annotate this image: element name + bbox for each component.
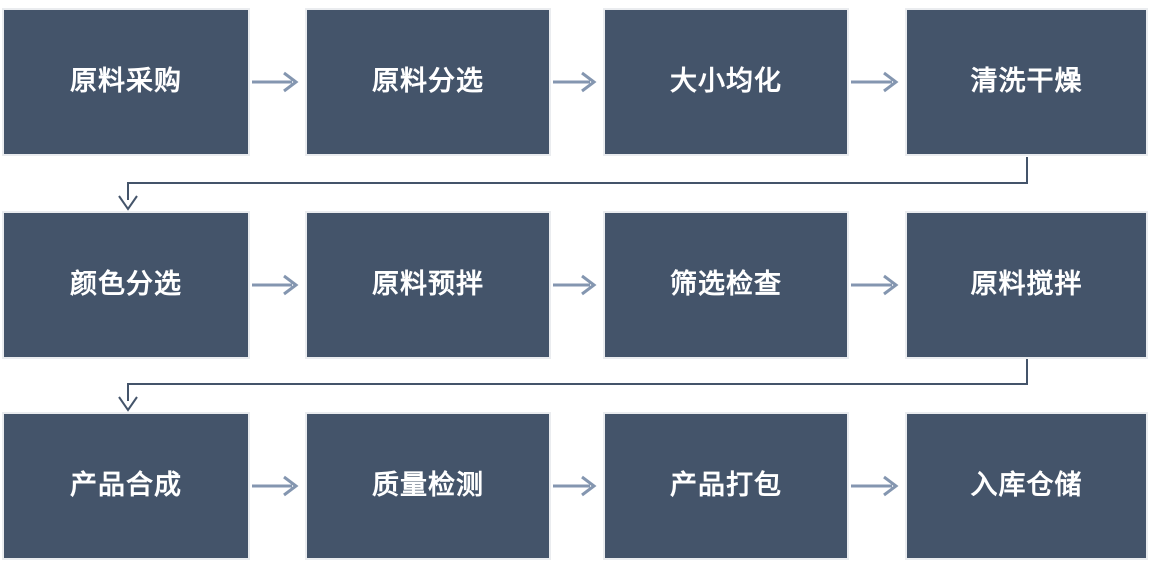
edge-n4-n5	[118, 157, 1028, 211]
node-label: 原料搅拌	[970, 269, 1083, 300]
edge-n11-n12	[851, 475, 899, 497]
process-node-screening-inspection[interactable]: 筛选检查	[603, 211, 849, 359]
node-label: 筛选检查	[670, 269, 782, 300]
process-node-raw-material-stirring[interactable]: 原料搅拌	[905, 211, 1148, 359]
node-label: 原料预拌	[372, 269, 484, 300]
node-label: 清洗干燥	[970, 66, 1083, 97]
process-node-raw-material-procurement[interactable]: 原料采购	[2, 8, 250, 156]
process-node-product-packaging[interactable]: 产品打包	[603, 412, 849, 560]
node-label: 大小均化	[670, 66, 782, 97]
edge-n10-n11	[553, 475, 597, 497]
edge-n7-n8	[851, 274, 899, 296]
node-label: 质量检测	[372, 470, 484, 501]
node-label: 颜色分选	[70, 269, 182, 300]
process-node-raw-material-sorting[interactable]: 原料分选	[305, 8, 551, 156]
edge-n3-n4	[851, 71, 899, 93]
process-node-warehouse-storage[interactable]: 入库仓储	[905, 412, 1148, 560]
edge-n5-n6	[252, 274, 299, 296]
node-label: 原料采购	[70, 66, 182, 97]
process-node-washing-drying[interactable]: 清洗干燥	[905, 8, 1148, 156]
node-label: 入库仓储	[970, 470, 1083, 501]
process-node-raw-material-premixing[interactable]: 原料预拌	[305, 211, 551, 359]
process-node-color-sorting[interactable]: 颜色分选	[2, 211, 250, 359]
process-node-product-synthesis[interactable]: 产品合成	[2, 412, 250, 560]
node-label: 原料分选	[372, 66, 484, 97]
edge-n2-n3	[553, 71, 597, 93]
edge-n8-n9	[118, 359, 1028, 412]
process-node-size-homogenization[interactable]: 大小均化	[603, 8, 849, 156]
node-label: 产品合成	[70, 470, 182, 501]
edge-n6-n7	[553, 274, 597, 296]
edge-n1-n2	[252, 71, 299, 93]
process-node-quality-inspection[interactable]: 质量检测	[305, 412, 551, 560]
edge-n9-n10	[252, 475, 299, 497]
node-label: 产品打包	[670, 470, 782, 501]
